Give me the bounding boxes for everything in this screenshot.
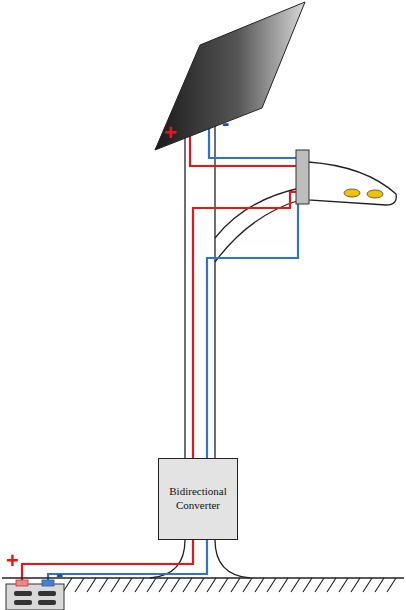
polarity-minus: - — [222, 112, 229, 134]
polarity-plus: + — [164, 122, 177, 144]
led — [344, 189, 360, 197]
lamp-arm — [215, 188, 300, 262]
led — [367, 190, 383, 198]
battery-cell — [38, 600, 56, 605]
lamp-head — [308, 162, 396, 205]
ground-hatching — [63, 578, 396, 592]
pole — [150, 105, 250, 578]
converter-box: Bidirectional Converter — [158, 458, 238, 540]
solar-panel — [155, 2, 305, 150]
node-text: Bidirectional Converter — [159, 482, 237, 516]
red-wire — [190, 128, 298, 166]
battery-cell — [14, 600, 32, 605]
connector-box — [296, 150, 309, 204]
battery — [6, 584, 64, 610]
battery-cell — [38, 591, 56, 596]
polarity-plus: + — [6, 550, 19, 572]
blue-wire — [209, 112, 298, 158]
polarity-minus: - — [56, 563, 63, 585]
battery-cell — [14, 591, 32, 596]
battery-terminal — [42, 580, 54, 586]
battery-terminal — [16, 580, 28, 586]
blue-wire — [207, 198, 298, 458]
red-wire — [193, 192, 298, 458]
